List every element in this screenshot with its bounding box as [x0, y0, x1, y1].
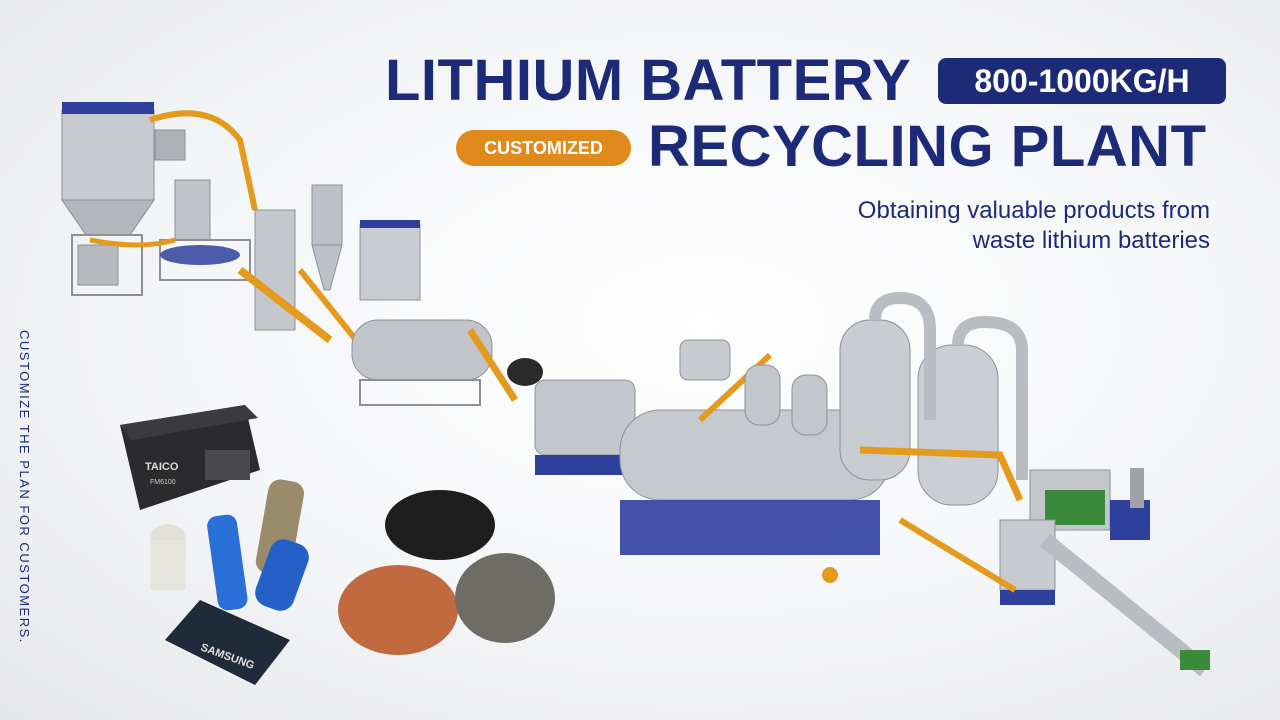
- battery-model-text: FM6100: [150, 479, 176, 486]
- battery-brand-text: TAICO: [145, 461, 179, 473]
- shredder-conveyor: [898, 468, 1211, 677]
- title-line-1: LITHIUM BATTERY: [385, 48, 912, 113]
- rotary-dryer: [351, 319, 543, 406]
- subtitle-line-2: waste lithium batteries: [972, 227, 1210, 254]
- customized-badge: CUSTOMIZED: [456, 130, 631, 166]
- cyclone-section: [237, 184, 421, 347]
- purification-towers: [744, 291, 1028, 506]
- pyrolysis-kiln: [534, 339, 891, 583]
- side-vertical-text: CUSTOMIZE THE PLAN FOR CUSTOMERS.: [17, 330, 32, 644]
- title-line-2: RECYCLING PLANT: [648, 114, 1207, 179]
- recovered-powders: [338, 490, 555, 655]
- cylindrical-cells: [150, 479, 309, 611]
- subtitle: Obtaining valuable products from waste l…: [750, 196, 1210, 256]
- dust-collector-unit: [61, 102, 258, 296]
- lead-acid-battery: TAICO FM6100: [120, 405, 260, 510]
- capacity-badge: 800-1000KG/H: [938, 58, 1226, 104]
- phone-battery: SAMSUNG: [165, 600, 290, 685]
- subtitle-line-1: Obtaining valuable products from: [857, 197, 1210, 224]
